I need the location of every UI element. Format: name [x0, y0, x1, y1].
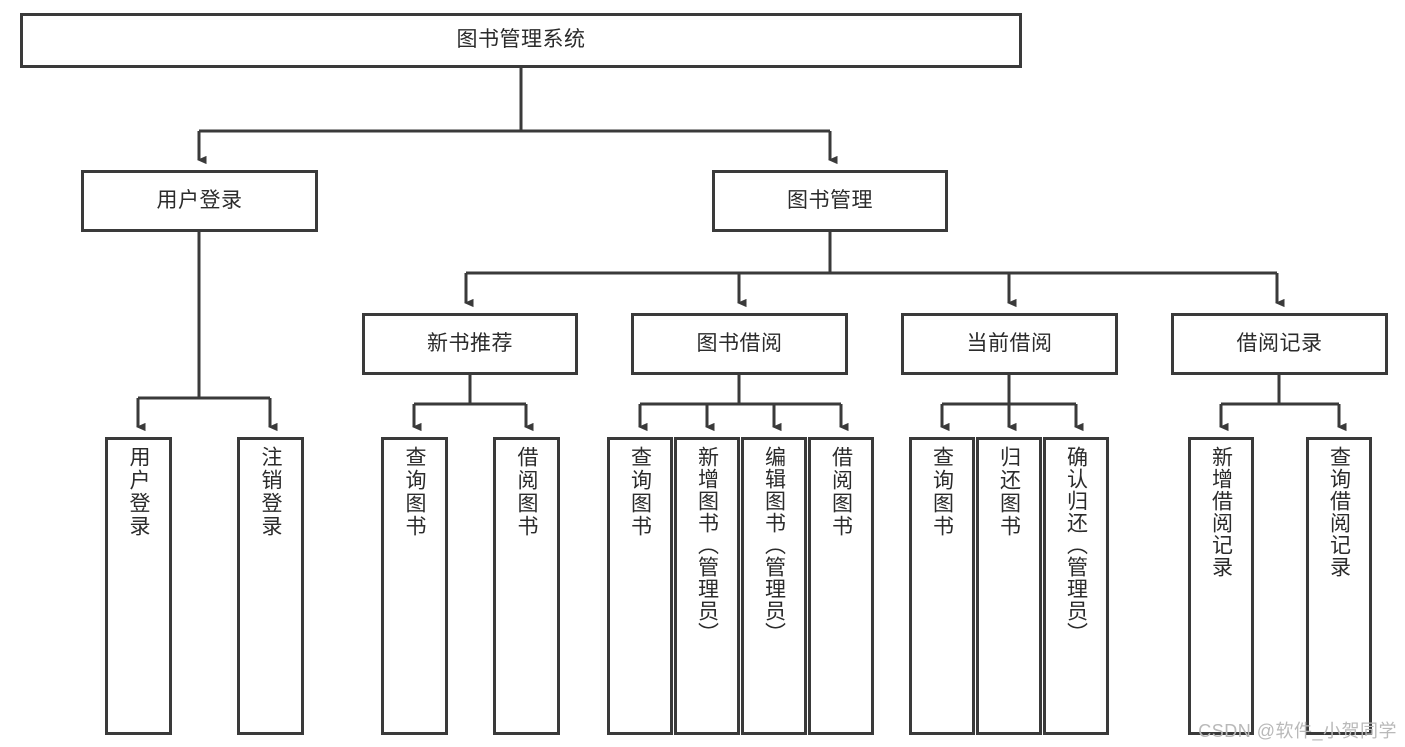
node-leaf-query-record-label: 查询借阅记录: [1327, 446, 1351, 578]
node-leaf-query-book-3[interactable]: 查询图书: [909, 437, 975, 735]
node-leaf-query-book-2-label: 查询图书: [628, 446, 652, 538]
node-leaf-query-book-2[interactable]: 查询图书: [607, 437, 673, 735]
node-leaf-user-logout[interactable]: 注销登录: [237, 437, 304, 735]
node-leaf-query-book-1[interactable]: 查询图书: [381, 437, 448, 735]
node-leaf-confirm-return[interactable]: 确认归还（管理员）: [1043, 437, 1109, 735]
node-leaf-add-book[interactable]: 新增图书（管理员）: [674, 437, 740, 735]
node-leaf-add-record-label: 新增借阅记录: [1209, 446, 1233, 578]
node-leaf-query-book-3-label: 查询图书: [930, 446, 954, 538]
node-leaf-borrow-book-2[interactable]: 借阅图书: [808, 437, 874, 735]
node-new-book-recommend[interactable]: 新书推荐: [362, 313, 578, 375]
node-leaf-add-record[interactable]: 新增借阅记录: [1188, 437, 1254, 735]
node-current-borrow[interactable]: 当前借阅: [901, 313, 1118, 375]
csdn-watermark: CSDN @软件_小贺同学: [1198, 721, 1397, 741]
node-book-borrow[interactable]: 图书借阅: [631, 313, 848, 375]
node-leaf-borrow-book-2-label: 借阅图书: [829, 446, 853, 538]
node-leaf-return-book-label: 归还图书: [997, 446, 1021, 538]
node-leaf-query-record[interactable]: 查询借阅记录: [1306, 437, 1372, 735]
node-leaf-edit-book-label: 编辑图书（管理员）: [762, 446, 786, 644]
node-book-manage[interactable]: 图书管理: [712, 170, 948, 232]
node-leaf-query-book-1-label: 查询图书: [403, 446, 426, 538]
node-leaf-user-login[interactable]: 用户登录: [105, 437, 172, 735]
node-current-borrow-label: 当前借阅: [966, 331, 1053, 355]
node-leaf-confirm-return-label: 确认归还（管理员）: [1064, 446, 1088, 644]
node-borrow-record-label: 借阅记录: [1236, 331, 1323, 355]
node-root-label: 图书管理系统: [456, 28, 586, 52]
node-leaf-borrow-book-1[interactable]: 借阅图书: [493, 437, 560, 735]
node-leaf-borrow-book-1-label: 借阅图书: [515, 446, 538, 538]
node-book-manage-label: 图书管理: [787, 188, 873, 212]
node-leaf-edit-book[interactable]: 编辑图书（管理员）: [741, 437, 807, 735]
node-user-login-label: 用户登录: [156, 188, 243, 212]
node-user-login[interactable]: 用户登录: [81, 170, 318, 232]
node-new-book-recommend-label: 新书推荐: [427, 331, 513, 355]
node-leaf-add-book-label: 新增图书（管理员）: [695, 446, 719, 644]
node-leaf-user-logout-label: 注销登录: [259, 446, 282, 538]
node-leaf-user-login-label: 用户登录: [127, 446, 150, 538]
node-root[interactable]: 图书管理系统: [20, 13, 1022, 68]
node-leaf-return-book[interactable]: 归还图书: [976, 437, 1042, 735]
node-borrow-record[interactable]: 借阅记录: [1171, 313, 1388, 375]
node-book-borrow-label: 图书借阅: [696, 331, 783, 355]
